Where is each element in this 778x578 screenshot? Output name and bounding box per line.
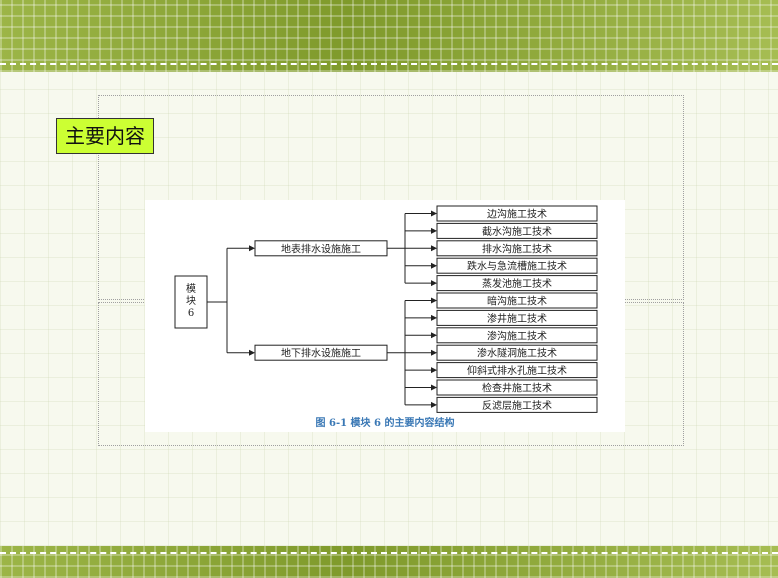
leaf-node-box [436, 257, 598, 274]
branch-node-label: 地表排水设施施工 [281, 242, 361, 255]
bottom-dashed-line [0, 552, 778, 554]
leaf-node-label: 排水沟施工技术 [482, 242, 552, 255]
leaf-node-label: 渗沟施工技术 [487, 329, 547, 342]
item-arrow [431, 280, 437, 287]
root-node-label: 6 [188, 308, 194, 319]
leaf-node-box [436, 275, 598, 292]
root-node-label: 模 [186, 283, 196, 295]
top-dashed-line [0, 63, 778, 65]
leaf-node-label: 反滤层施工技术 [482, 399, 552, 412]
leaf-node-label: 截水沟施工技术 [482, 225, 552, 238]
item-arrow [431, 297, 437, 304]
leaf-node-label: 检查井施工技术 [482, 382, 552, 395]
leaf-node-label: 仰斜式排水孔施工技术 [467, 364, 567, 377]
root-node-box [174, 275, 208, 329]
leaf-node-label: 暗沟施工技术 [487, 295, 547, 308]
leaf-node-box [436, 240, 598, 257]
leaf-node-box [436, 344, 598, 361]
section-title: 主要内容 [56, 118, 154, 154]
leaf-node-box [436, 327, 598, 344]
leaf-node-box [436, 396, 598, 413]
branch-arrow [249, 245, 255, 252]
leaf-node-label: 渗井施工技术 [487, 312, 547, 325]
branch-arrow [249, 349, 255, 356]
leaf-node-box [436, 379, 598, 396]
item-arrow [431, 332, 437, 339]
leaf-node-label: 蒸发池施工技术 [482, 277, 552, 290]
leaf-node-label: 边沟施工技术 [487, 208, 547, 221]
item-arrow [431, 367, 437, 374]
bottom-decorative-band [0, 546, 778, 578]
leaf-node-box [436, 205, 598, 222]
item-arrow [431, 245, 437, 252]
leaf-node-box [436, 222, 598, 239]
leaf-node-box [436, 362, 598, 379]
leaf-node-box [436, 309, 598, 326]
root-node-label: 块 [186, 295, 196, 307]
item-arrow [431, 314, 437, 321]
item-arrow [431, 210, 437, 217]
item-arrow [431, 262, 437, 269]
leaf-node-label: 渗水隧洞施工技术 [477, 347, 557, 360]
item-arrow [431, 349, 437, 356]
top-decorative-band [0, 0, 778, 72]
leaf-node-box [436, 292, 598, 309]
item-arrow [431, 227, 437, 234]
diagram-caption: 图 6-1 模块 6 的主要内容结构 [316, 416, 455, 429]
item-arrow [431, 401, 437, 408]
branch-node-label: 地下排水设施施工 [281, 347, 361, 360]
diagram-canvas: 模块6 地表排水设施施工 边沟施工技术截水沟施工技术排水沟施工技术跌水与急流槽施工技… [174, 205, 598, 429]
leaf-node-label: 跌水与急流槽施工技术 [467, 260, 567, 273]
item-arrow [431, 384, 437, 391]
